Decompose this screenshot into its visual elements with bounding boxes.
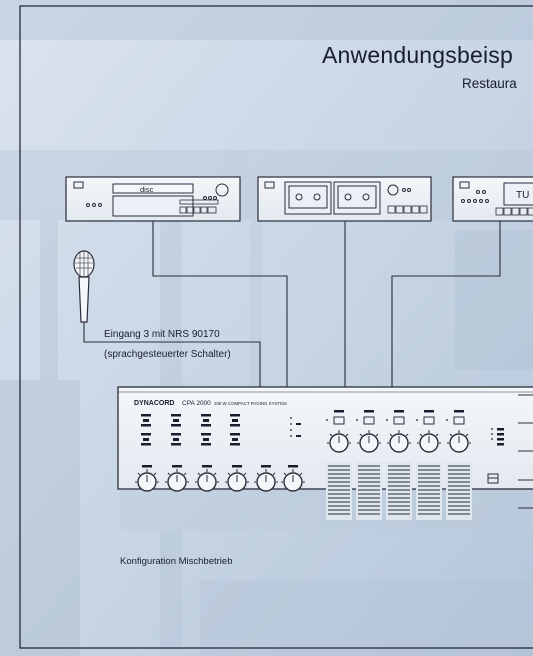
amplifier-brand: DYNACORD: [134, 400, 174, 407]
input-knobs: [134, 465, 306, 492]
configuration-label: Konfiguration Mischbetrieb: [120, 556, 233, 567]
cd-tray: [112, 183, 194, 194]
cd-disc-label: disc: [140, 185, 154, 194]
mic-switch-label: (sprachgesteuerter Schalter): [104, 349, 231, 360]
page-title: Anwendungsbeisp: [322, 42, 513, 68]
amplifier-cpa-2000: DYNACORD CPA 2000 200 W COMPACT PAGING S…: [117, 386, 533, 521]
mic-input-label: Eingang 3 mit NRS 90170: [104, 329, 220, 340]
cassette-deck: [257, 176, 432, 222]
output-buttons: [334, 410, 464, 413]
page-subtitle: Restaura: [462, 76, 517, 91]
output-faders: [325, 461, 473, 521]
amplifier-description: 200 W COMPACT PAGING SYSTEM: [214, 401, 287, 406]
signal-cables: [83, 221, 501, 387]
tuner-label: TU: [516, 190, 529, 201]
tuner: TU: [452, 176, 533, 222]
diagram-frame: [19, 5, 533, 649]
microphone-icon: [73, 250, 95, 323]
amplifier-model: CPA 2000: [182, 400, 211, 407]
cd-player: disc: [65, 176, 241, 222]
